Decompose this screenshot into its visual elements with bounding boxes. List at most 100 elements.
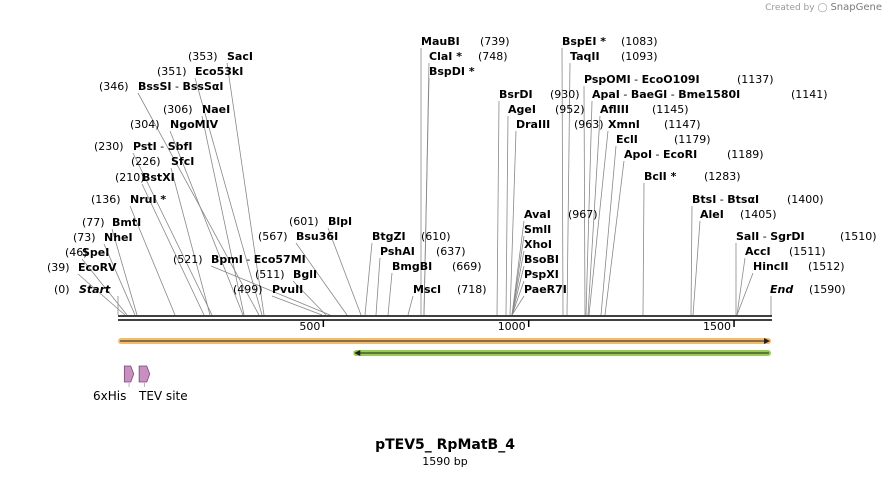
enzyme-label-draiii[interactable]: DraIII	[516, 118, 550, 131]
brand-name: SnapGene	[830, 2, 882, 13]
enzyme-label-nhei[interactable]: NheI	[104, 231, 133, 244]
leader-line-bcli	[642, 182, 645, 316]
enzyme-label-spei[interactable]: SpeI	[82, 246, 109, 259]
enzyme-position-btgzi: (610)	[421, 230, 451, 243]
snapgene-logo-icon: ◯	[817, 3, 828, 13]
enzyme-label-bstxi[interactable]: BstXI	[142, 171, 175, 184]
enzyme-position-sfci: (226)	[131, 155, 161, 168]
enzyme-label-xhoi[interactable]: XhoI	[524, 238, 552, 251]
leader-line-blpi	[327, 227, 362, 316]
tick-label-1500: 1500	[703, 320, 731, 333]
enzyme-position-clai: (748)	[478, 50, 508, 63]
enzyme-label-msci[interactable]: MscI	[413, 283, 441, 296]
enzyme-label-eco53ki[interactable]: Eco53kI	[195, 65, 243, 78]
dna-backbone	[118, 315, 772, 321]
enzyme-label-acci[interactable]: AccI	[745, 245, 771, 258]
snapgene-watermark: Created by ◯ SnapGene	[765, 2, 882, 13]
enzyme-label-pshai[interactable]: PshAI	[380, 245, 415, 258]
enzyme-label-bmgbi[interactable]: BmgBI	[392, 260, 432, 273]
enzyme-label-ecli[interactable]: EclI	[616, 133, 638, 146]
leader-line-afliii	[587, 115, 601, 316]
leader-line-agei	[505, 115, 509, 316]
leader-line-btgzi	[364, 242, 373, 316]
feature-arrow-tev-site[interactable]	[138, 365, 151, 383]
enzyme-label-agei[interactable]: AgeI	[508, 103, 536, 116]
enzyme-position-afliii: (1145)	[652, 103, 689, 116]
enzyme-label-ecorv[interactable]: EcoRV	[78, 261, 117, 274]
enzyme-position-apai: (1141)	[791, 88, 828, 101]
enzyme-label-afliii[interactable]: AflIII	[600, 103, 629, 116]
enzyme-position-pspomi: (1137)	[737, 73, 774, 86]
enzyme-label-btsi[interactable]: BtsI - BtsαI	[692, 193, 759, 206]
enzyme-label-hincii[interactable]: HincII	[753, 260, 789, 273]
enzyme-label-btgzi[interactable]: BtgZI	[372, 230, 406, 243]
enzyme-label-bsrdi[interactable]: BsrDI	[499, 88, 533, 101]
start-position: (0)	[54, 283, 70, 296]
enzyme-position-bstxi: (210)	[115, 171, 145, 184]
leader-line-apai	[585, 100, 593, 316]
leader-line-psti	[132, 152, 213, 316]
enzyme-position-acci: (1511)	[789, 245, 826, 258]
enzyme-label-bsu36i[interactable]: Bsu36I	[296, 230, 338, 243]
leader-line-nrui	[129, 205, 176, 316]
enzyme-label-smli[interactable]: SmlI	[524, 223, 551, 236]
enzyme-position-ecorv: (39)	[47, 261, 70, 274]
enzyme-label-nrui[interactable]: NruI *	[130, 193, 166, 206]
enzyme-label-maubi[interactable]: MauBI	[421, 35, 460, 48]
start-label: Start	[79, 283, 111, 296]
enzyme-label-bsobi[interactable]: BsoBI	[524, 253, 559, 266]
enzyme-label-naei[interactable]: NaeI	[202, 103, 230, 116]
leader-line-bspdi	[423, 77, 430, 316]
enzyme-label-bsssi[interactable]: BssSI - BssSαI	[138, 80, 224, 93]
enzyme-label-clai[interactable]: ClaI *	[429, 50, 462, 63]
enzyme-label-bspei[interactable]: BspEI *	[562, 35, 606, 48]
enzyme-position-pvuii: (499)	[233, 283, 263, 296]
feature-label-6xhis: 6xHis	[93, 389, 126, 403]
enzyme-label-bgli[interactable]: BglI	[293, 268, 317, 281]
leader-line-btsi	[690, 205, 693, 316]
leader-line-pspxi	[511, 280, 525, 316]
enzyme-position-bsrdi: (930)	[550, 88, 580, 101]
enzyme-label-saci[interactable]: SacI	[227, 50, 253, 63]
leader-line-bpmi	[210, 265, 331, 316]
enzyme-label-sfci[interactable]: SfcI	[171, 155, 194, 168]
leader-line-bsobi	[511, 265, 525, 316]
enzyme-label-blpi[interactable]: BlpI	[328, 215, 352, 228]
leader-line-ecli	[600, 145, 617, 316]
orf-arrowhead-2	[354, 350, 361, 356]
leader-line-xmni	[588, 130, 609, 316]
enzyme-label-taqii[interactable]: TaqII	[570, 50, 600, 63]
enzyme-position-bgli: (511)	[255, 268, 285, 281]
enzyme-label-bspdi[interactable]: BspDI *	[429, 65, 475, 78]
enzyme-label-xmni[interactable]: XmnI	[608, 118, 640, 131]
enzyme-position-hincii: (1512)	[808, 260, 845, 273]
enzyme-label-alei[interactable]: AleI	[700, 208, 724, 221]
leader-line-msci	[407, 295, 414, 316]
end-label: End	[770, 283, 793, 296]
enzyme-position-blpi: (601)	[289, 215, 319, 228]
enzyme-label-sali[interactable]: SalI - SgrDI	[736, 230, 805, 243]
enzyme-label-pspomi[interactable]: PspOMI - EcoO109I	[584, 73, 700, 86]
leader-line-acci	[736, 257, 746, 316]
enzyme-label-pvuii[interactable]: PvuII	[272, 283, 303, 296]
enzyme-label-bcli[interactable]: BclI *	[644, 170, 677, 183]
feature-arrow-6xhis[interactable]	[123, 365, 135, 383]
enzyme-label-ngomiv[interactable]: NgoMIV	[170, 118, 219, 131]
leader-line-eco53ki	[194, 77, 263, 316]
enzyme-label-paer7i[interactable]: PaeR7I	[524, 283, 567, 296]
enzyme-label-avai[interactable]: AvaI	[524, 208, 551, 221]
enzyme-label-pspxi[interactable]: PspXI	[524, 268, 559, 281]
leader-line-apoi	[604, 160, 625, 316]
enzyme-position-msci: (718)	[457, 283, 487, 296]
leader-line-bmgbi	[387, 272, 393, 316]
enzyme-label-bpmi[interactable]: BpmI - Eco57MI	[211, 253, 306, 266]
leader-line-bmti	[111, 228, 138, 316]
enzyme-label-apoi[interactable]: ApoI - EcoRI	[624, 148, 697, 161]
enzyme-label-psti[interactable]: PstI - SbfI	[133, 140, 192, 153]
enzyme-label-apai[interactable]: ApaI - BaeGI - Bme1580I	[592, 88, 740, 101]
enzyme-label-bmti[interactable]: BmtI	[112, 216, 141, 229]
leader-line-pshai	[375, 257, 381, 316]
